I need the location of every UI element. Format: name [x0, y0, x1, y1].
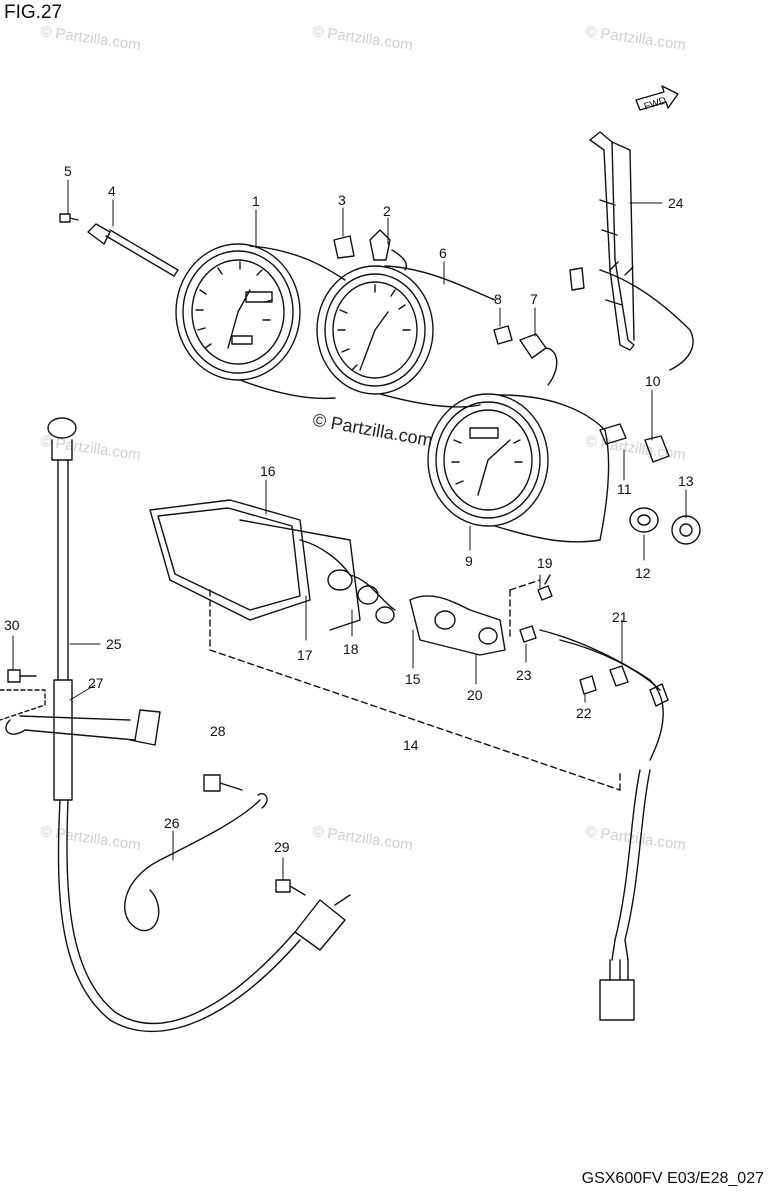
- callout-18: 18: [343, 641, 359, 657]
- diagram-code: GSX600FV E03/E28_027: [581, 1170, 764, 1187]
- callout-3: 3: [338, 192, 346, 208]
- callout-22: 22: [576, 705, 592, 721]
- bolt: [0, 669, 46, 721]
- callout-16: 16: [260, 463, 276, 479]
- callout-26: 26: [164, 815, 180, 831]
- callout-14: 14: [403, 737, 419, 753]
- callout-27: 27: [88, 675, 104, 691]
- figure-title: FIG.27: [4, 2, 63, 23]
- clamp-wire: [124, 774, 268, 932]
- bracket: [589, 131, 635, 351]
- callout-13: 13: [678, 473, 694, 489]
- callout-24: 24: [668, 195, 684, 211]
- callout-10: 10: [645, 373, 661, 389]
- gauge-housing: [427, 393, 610, 543]
- panel-assembly: [149, 499, 621, 791]
- callout-17: 17: [297, 647, 313, 663]
- callout-6: 6: [439, 245, 447, 261]
- callout-19: 19: [537, 555, 553, 571]
- callout-1: 1: [252, 193, 260, 209]
- fwd-arrow-icon: FWD: [635, 85, 679, 113]
- callout-4: 4: [108, 183, 116, 199]
- speedometer: [175, 243, 346, 400]
- callout-30: 30: [4, 617, 20, 633]
- leader-lines: [12, 179, 687, 881]
- callout-23: 23: [516, 667, 532, 683]
- wiring-harness: [519, 625, 669, 1021]
- callout-20: 20: [467, 687, 483, 703]
- bulb-socket: [333, 229, 407, 271]
- callout-15: 15: [405, 671, 421, 687]
- bolt: [275, 879, 306, 896]
- tachometer: [316, 265, 496, 408]
- callout-7: 7: [530, 291, 538, 307]
- cable-adapter: [87, 223, 179, 277]
- callout-11: 11: [617, 481, 632, 497]
- callout-8: 8: [494, 291, 502, 307]
- callout-28: 28: [210, 723, 226, 739]
- callout-5: 5: [64, 163, 72, 179]
- callout-labels: 1 2 3 4 5 6 7 8 9 10 11 12 13 14 15 16 1…: [4, 163, 694, 855]
- callout-12: 12: [635, 565, 651, 581]
- clamp: [5, 709, 161, 746]
- callout-21: 21: [612, 609, 628, 625]
- screw: [537, 574, 553, 601]
- grommet: [629, 507, 701, 545]
- speedometer-cable: [47, 417, 351, 1033]
- callout-2: 2: [383, 203, 391, 219]
- screw: [59, 213, 79, 223]
- callout-9: 9: [465, 553, 473, 569]
- bulb-socket: [493, 325, 558, 386]
- indicator-bulbs: [569, 261, 694, 463]
- callout-29: 29: [274, 839, 290, 855]
- callout-25: 25: [106, 636, 122, 652]
